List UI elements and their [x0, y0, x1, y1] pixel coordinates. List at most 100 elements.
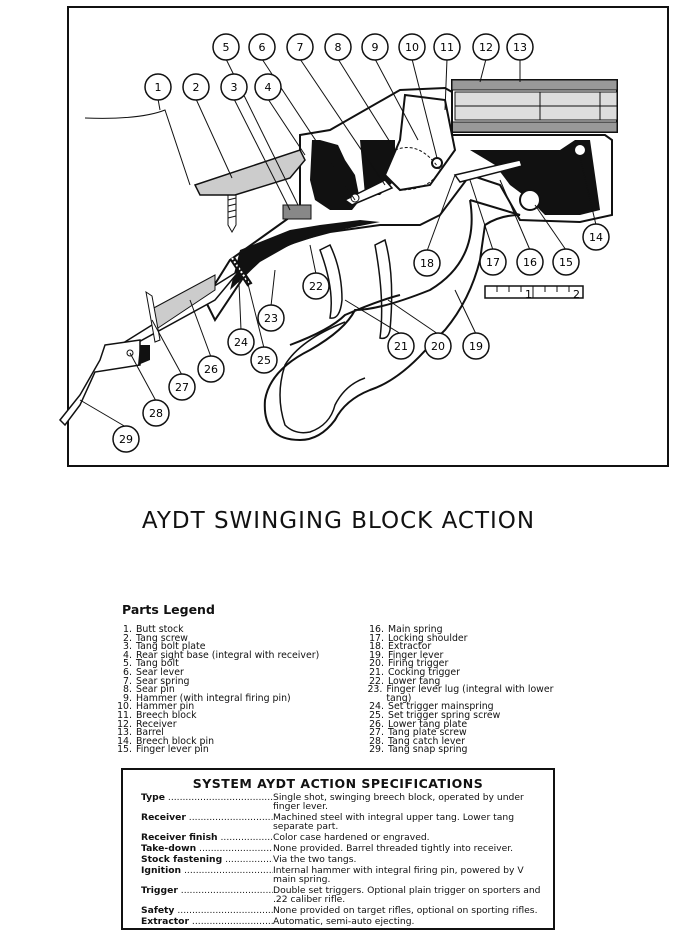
spec-label-text: Stock fastening [141, 855, 223, 864]
tang-catch-drawing [138, 345, 150, 365]
svg-text:5: 5 [223, 41, 230, 54]
finger-lever-loop [279, 321, 366, 434]
part-number: 18. [369, 641, 384, 653]
parts-legend-item: 24.Set trigger mainspring [362, 701, 567, 713]
part-name: Finger lever pin [136, 744, 209, 756]
part-name: Finger lever [388, 649, 444, 661]
part-name: Locking shoulder [388, 632, 468, 644]
svg-text:23: 23 [264, 312, 278, 325]
svg-text:17: 17 [486, 256, 500, 269]
parts-legend-item: 22.Lower tang [362, 677, 567, 687]
part-number: 3. [123, 641, 132, 653]
parts-legend-item: 20.Firing trigger [362, 659, 567, 669]
part-number: 7. [123, 675, 132, 687]
part-number: 21. [369, 666, 384, 678]
frame-section [470, 140, 600, 215]
spec-label: Safety .................................… [141, 906, 273, 915]
svg-text:14: 14 [589, 231, 603, 244]
butt-stock-outline [84, 109, 191, 186]
spec-row: Safety .................................… [123, 906, 553, 915]
svg-text:7: 7 [297, 41, 304, 54]
part-number: 6. [123, 666, 132, 678]
spec-row: Receiver ...............................… [123, 813, 553, 831]
spec-leader-dots: ........................................… [184, 866, 273, 876]
parts-legend-heading: Parts Legend [122, 602, 215, 617]
part-number: 1. [123, 624, 132, 635]
parts-legend-item: 10.Hammer pin [110, 701, 335, 713]
spec-leader-dots: ........................................… [220, 833, 274, 842]
spec-label: Ignition ...............................… [141, 866, 273, 884]
parts-legend-item: 29.Tang snap spring [362, 744, 567, 756]
parts-legend-item: 27. Tang plate screw [362, 727, 567, 739]
spec-row: Stock fastening ........................… [123, 855, 553, 864]
upper-tang-drawing [193, 149, 306, 196]
svg-text:8: 8 [335, 41, 342, 54]
callout-5: 5 [212, 33, 240, 61]
part-name: Finger lever lug (integral with lower ta… [386, 684, 554, 704]
spec-value: Double set triggers. Optional plain trig… [273, 885, 541, 905]
parts-legend-item: 28.Tang catch lever [362, 735, 567, 747]
scale-label-1: 1 [525, 288, 532, 301]
part-number: 10. [117, 701, 132, 713]
part-name: Main spring [388, 624, 443, 635]
specifications-box: SYSTEM AYDT ACTION SPECIFICATIONS Type .… [121, 768, 555, 930]
spec-label-text: Ignition [141, 866, 182, 876]
callout-1: 1 [144, 73, 172, 101]
callout-10: 10 [398, 33, 426, 61]
parts-legend-item: 5.Tang bolt [110, 658, 335, 670]
part-number: 27. [369, 727, 384, 739]
spec-label-text: Receiver finish [141, 833, 218, 842]
part-number: 4. [123, 649, 132, 661]
parts-legend-item: 25.Set trigger spring screw [362, 711, 567, 721]
part-name: Sear pin [136, 684, 175, 696]
parts-legend-item: 13.Barrel [110, 728, 335, 738]
part-name: Breech block [136, 709, 197, 721]
cocking-trigger-drawing [319, 243, 343, 319]
part-name: Tang screw [136, 632, 188, 644]
spec-row: Extractor ..............................… [123, 917, 553, 926]
part-name: Tang catch lever [388, 735, 465, 747]
parts-legend-item: 2.Tang screw [110, 632, 335, 644]
parts-legend-item: 3.Tang bolt plate [110, 641, 335, 653]
spec-leader-dots: ........................................… [177, 906, 273, 915]
part-number: 26. [369, 718, 384, 730]
part-number: 23. [367, 684, 383, 696]
sear-pin-drawing [350, 193, 360, 203]
part-name: Tang bolt [136, 658, 179, 670]
parts-legend-item: 26.Lower tang plate [362, 718, 567, 730]
spec-row: Ignition ...............................… [123, 866, 553, 884]
callout-2: 2 [182, 73, 210, 101]
parts-legend-item: 17.Locking shoulder [362, 632, 567, 644]
svg-text:2: 2 [193, 81, 200, 94]
svg-text:24: 24 [234, 336, 248, 349]
callout-24: 24 [227, 328, 255, 356]
callout-7: 7 [286, 33, 314, 61]
svg-text:6: 6 [259, 41, 266, 54]
spec-value: Machined steel with integral upper tang.… [273, 812, 515, 832]
spec-value: Color case hardened or engraved. [273, 832, 430, 843]
callout-25: 25 [250, 346, 278, 374]
spec-value: Internal hammer with integral firing pin… [273, 865, 524, 885]
callout-19: 19 [462, 332, 490, 360]
part-number: 8. [123, 684, 132, 696]
spec-label: Type ...................................… [141, 793, 273, 811]
part-name: Butt stock [136, 624, 184, 635]
part-number: 9. [123, 692, 132, 704]
action-diagram: 1 2 1 2 3 4 5 6 7 [58, 6, 669, 467]
callout-17: 17 [479, 248, 507, 276]
svg-text:13: 13 [513, 41, 527, 54]
parts-legend-item: 6.Sear lever [110, 666, 335, 678]
part-number: 29. [369, 744, 384, 756]
parts-legend-item: 23.Finger lever lug (integral with lower… [362, 684, 567, 704]
parts-legend-item: 12.Receiver [110, 720, 335, 730]
main-spring-drawing [453, 159, 523, 183]
svg-text:19: 19 [469, 340, 483, 353]
spec-leader-dots: ........................................… [180, 886, 273, 896]
svg-text:3: 3 [231, 81, 238, 94]
spec-label-text: Type [141, 793, 165, 803]
part-name: Tang plate screw [388, 727, 467, 739]
callout-21: 21 [387, 332, 415, 360]
part-name: Set trigger mainspring [388, 701, 494, 713]
